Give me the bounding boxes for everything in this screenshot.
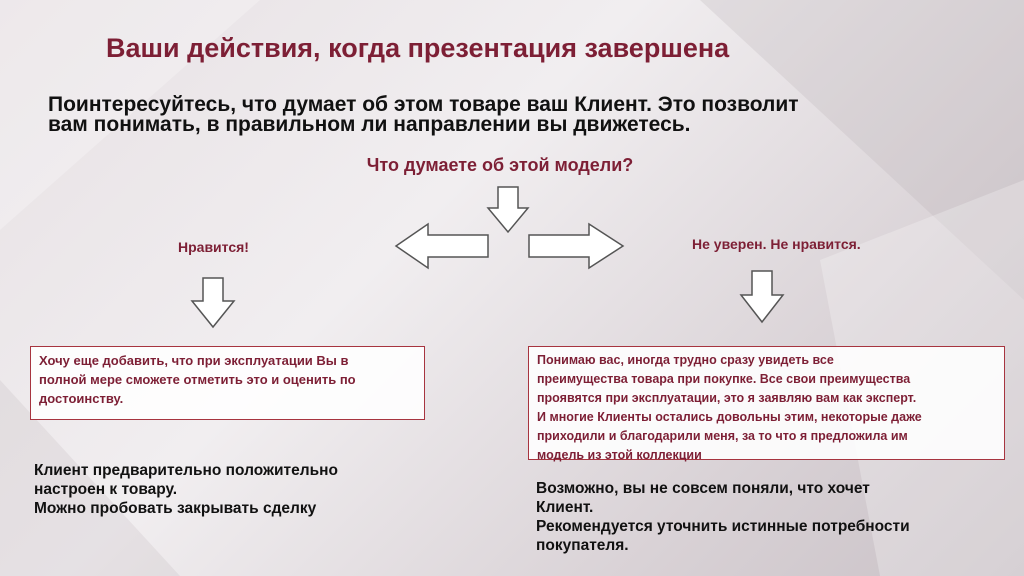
response-line: И многие Клиенты остались довольны этим,… xyxy=(537,410,922,424)
intro-line: вам понимать, в правильном ли направлени… xyxy=(48,113,691,136)
note-line: настроен к товару. xyxy=(34,481,178,498)
response-line: достоинству. xyxy=(39,391,124,406)
note-unsure: Возможно, вы не совсем поняли, что хочет… xyxy=(536,479,1006,555)
option-like: Нравится! xyxy=(178,239,249,255)
response-line: полной мере сможете отметить это и оцени… xyxy=(39,372,356,387)
right-arrow-icon xyxy=(528,222,625,270)
response-line: модель из этой коллекции xyxy=(537,448,702,462)
note-line: Клиент. xyxy=(536,499,594,516)
option-unsure: Не уверен. Не нравится. xyxy=(692,236,861,252)
down-arrow-icon xyxy=(486,186,530,234)
down-arrow-icon xyxy=(739,270,785,324)
response-line: Хочу еще добавить, что при эксплуатации … xyxy=(39,353,349,368)
response-line: Понимаю вас, иногда трудно сразу увидеть… xyxy=(537,353,834,367)
left-arrow-icon xyxy=(394,222,489,270)
response-box-unsure: Понимаю вас, иногда трудно сразу увидеть… xyxy=(528,346,1005,462)
note-line: покупателя. xyxy=(536,537,629,554)
intro-text: Поинтересуйтесь, что думает об этом това… xyxy=(48,93,978,136)
response-line: проявятся при эксплуатации, это я заявля… xyxy=(537,391,917,405)
response-box-like: Хочу еще добавить, что при эксплуатации … xyxy=(30,346,425,420)
slide-title: Ваши действия, когда презентация заверше… xyxy=(106,33,730,63)
question-text: Что думаете об этой модели? xyxy=(366,155,634,175)
intro-line: Поинтересуйтесь, что думает об этом това… xyxy=(48,93,799,116)
down-arrow-icon xyxy=(190,277,236,329)
note-line: Возможно, вы не совсем поняли, что хочет xyxy=(536,480,870,497)
response-line: преимущества товара при покупке. Все сво… xyxy=(537,372,911,386)
note-line: Можно пробовать закрывать сделку xyxy=(34,500,317,517)
note-like: Клиент предварительно положительно настр… xyxy=(34,461,434,518)
note-line: Рекомендуется уточнить истинные потребно… xyxy=(536,518,910,535)
note-line: Клиент предварительно положительно xyxy=(34,462,338,479)
response-line: приходили и благодарили меня, за то что … xyxy=(537,429,908,443)
